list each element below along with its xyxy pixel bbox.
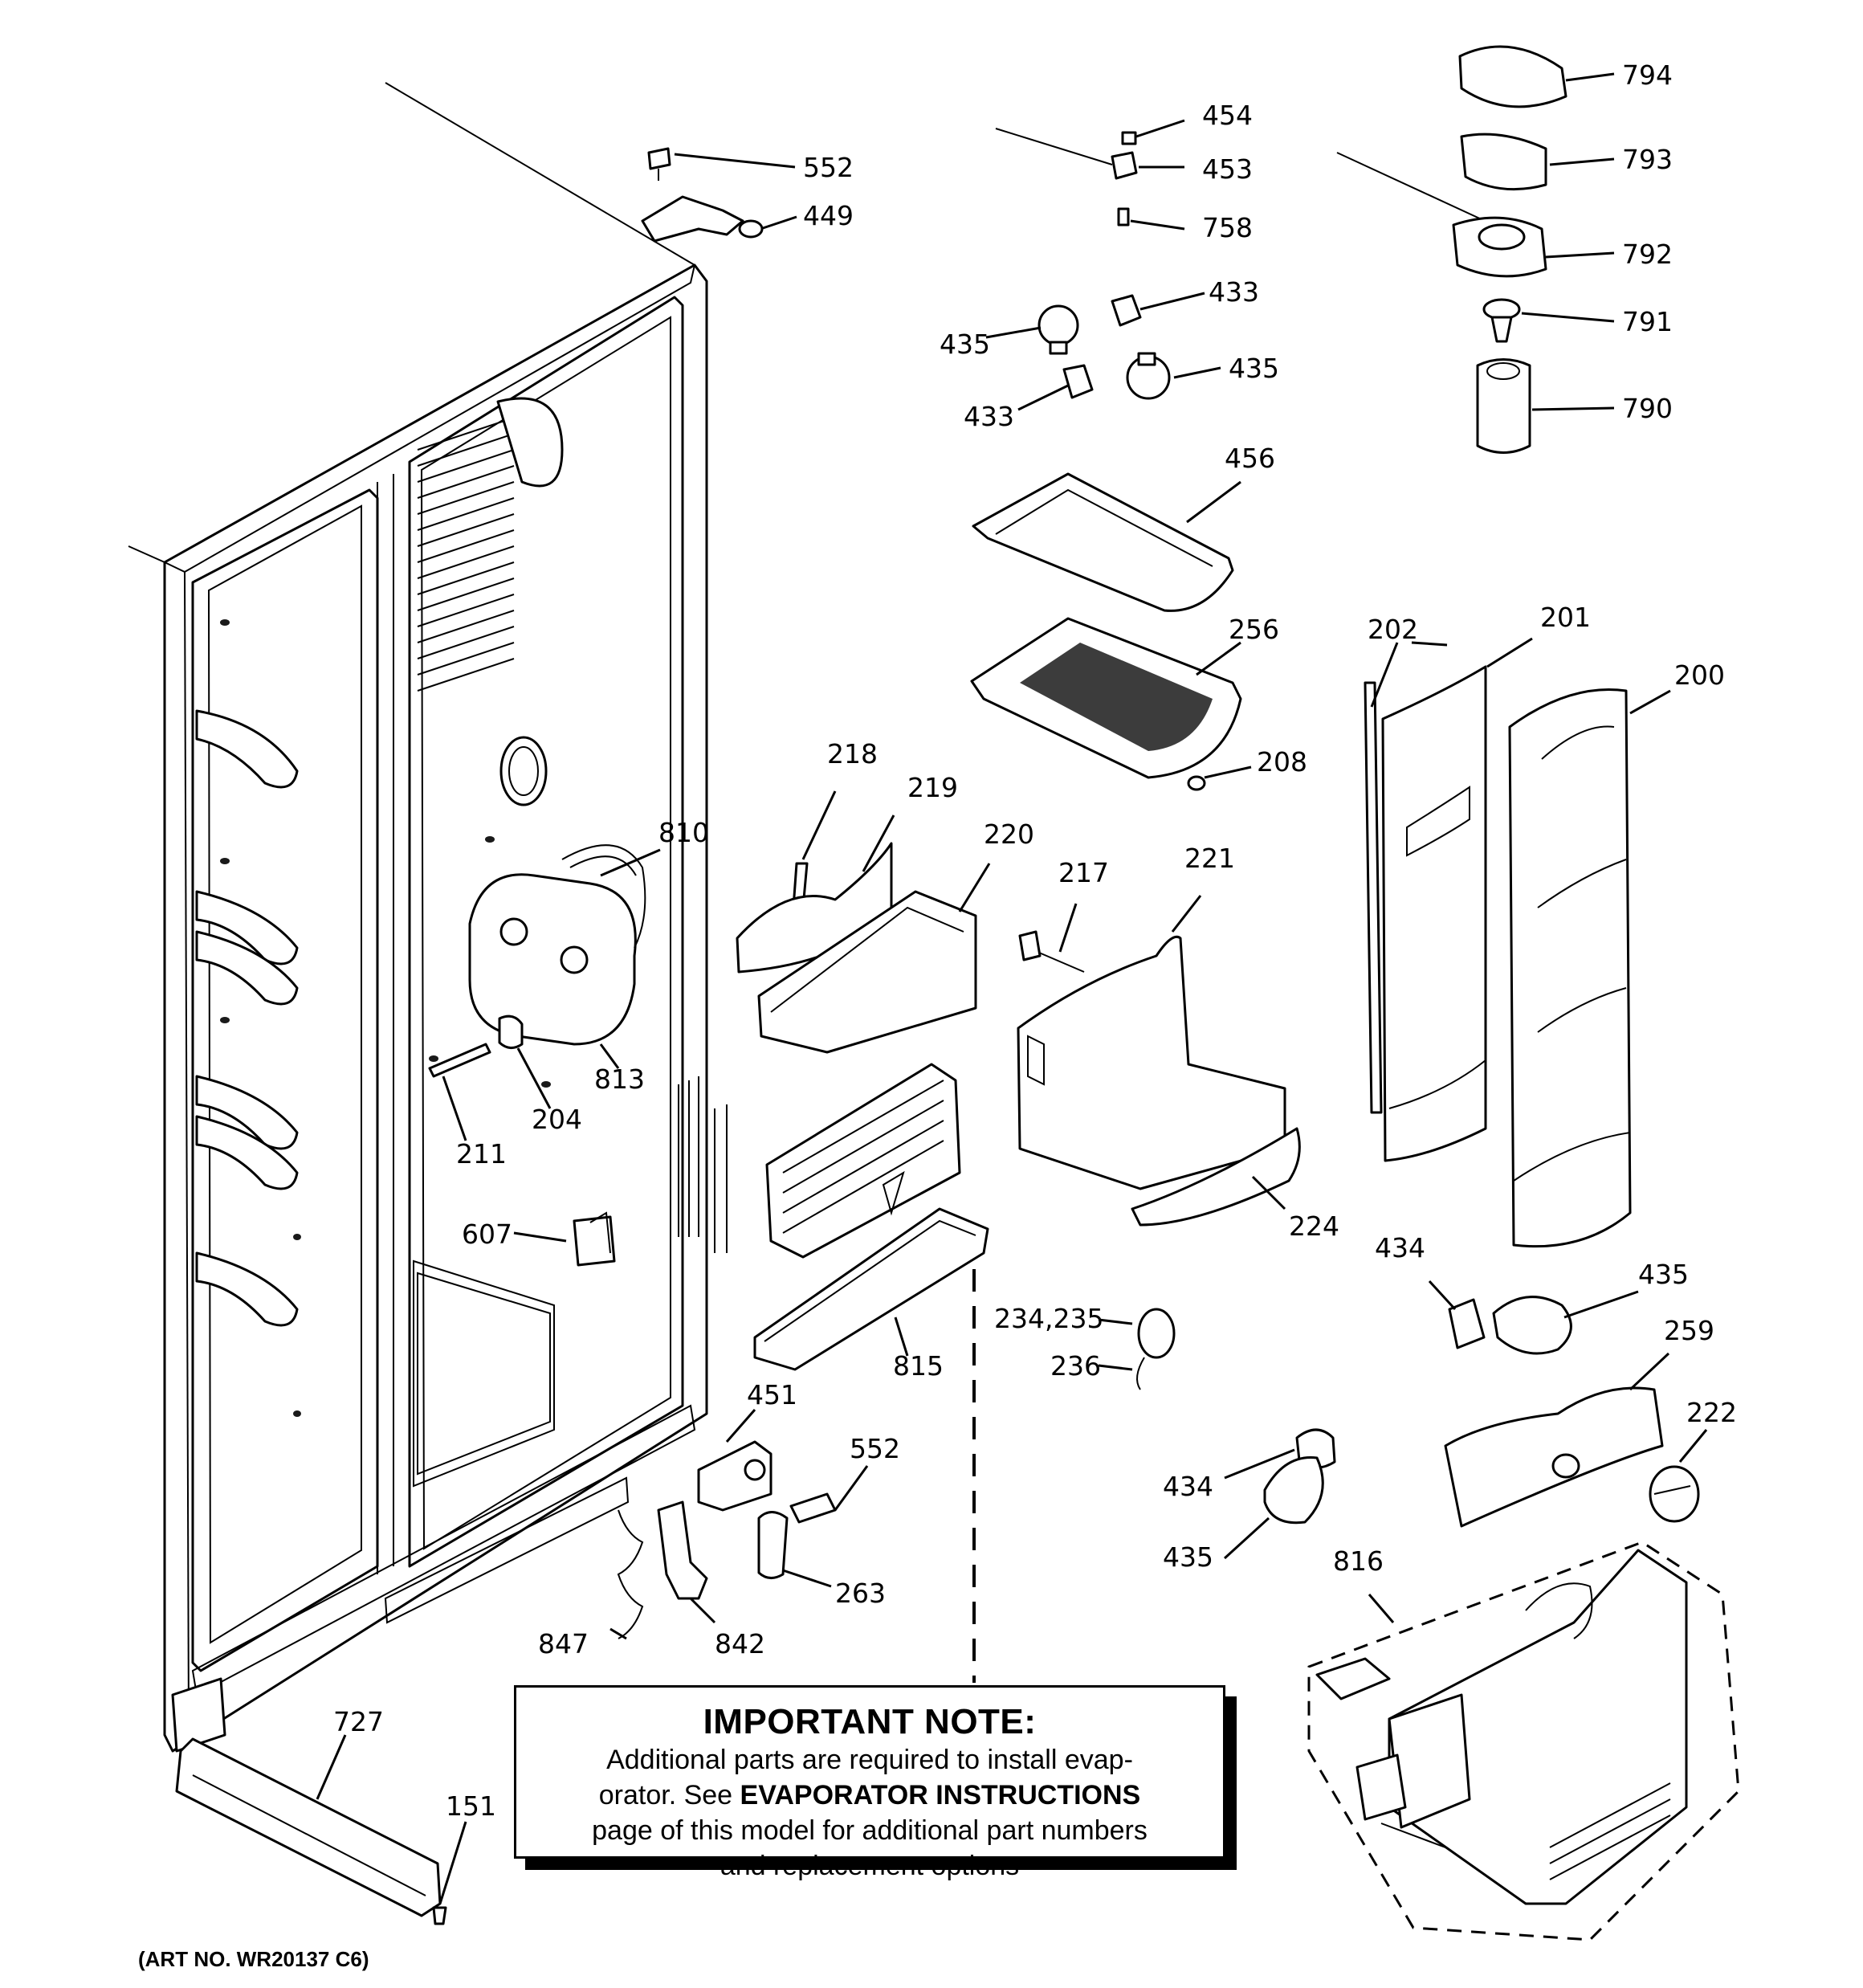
cover-group xyxy=(1444,1352,1708,1528)
callout-236: 236 xyxy=(1050,1350,1101,1382)
callout-794: 794 xyxy=(1622,59,1673,91)
callout-204: 204 xyxy=(532,1104,582,1135)
door-panels xyxy=(1364,637,1671,1248)
callout-221: 221 xyxy=(1184,843,1235,874)
fan-motor-group xyxy=(428,844,661,1267)
callout-234: 234,235 xyxy=(994,1303,1103,1334)
callout-758: 758 xyxy=(1202,212,1253,243)
note-title: IMPORTANT NOTE: xyxy=(703,1702,1037,1741)
note-line-1: Additional parts are required to install… xyxy=(606,1745,1133,1775)
callout-847: 847 xyxy=(538,1628,589,1659)
callout-219: 219 xyxy=(907,772,958,803)
callout-222: 222 xyxy=(1686,1397,1737,1428)
callout-433a: 433 xyxy=(1209,276,1259,308)
callout-791: 791 xyxy=(1622,306,1673,337)
callout-793: 793 xyxy=(1622,144,1673,175)
callout-labels: 552 449 454 453 758 433 435 435 433 794 … xyxy=(333,59,1737,1822)
callout-790: 790 xyxy=(1622,393,1673,424)
callout-813: 813 xyxy=(594,1063,645,1095)
callout-449: 449 xyxy=(803,200,854,231)
callout-434a: 434 xyxy=(1375,1232,1425,1263)
callout-263: 263 xyxy=(835,1578,886,1609)
light-cover-group xyxy=(970,472,1252,791)
evaporator-instructions-reference: EVAPORATOR INSTRUCTIONS xyxy=(740,1780,1141,1810)
evaporator-group xyxy=(678,1063,989,1371)
callout-202: 202 xyxy=(1368,614,1418,645)
callout-211: 211 xyxy=(456,1138,507,1170)
note-line-2-text: orator. See xyxy=(598,1780,740,1810)
note-line-3: page of this model for additional part n… xyxy=(592,1815,1148,1846)
callout-456: 456 xyxy=(1225,443,1275,474)
callout-454: 454 xyxy=(1202,100,1253,131)
light-socket-group xyxy=(985,119,1221,411)
callout-256: 256 xyxy=(1229,614,1279,645)
callout-552b: 552 xyxy=(850,1433,900,1464)
kickplate-group xyxy=(175,1734,467,1925)
callout-842: 842 xyxy=(715,1628,765,1659)
callout-816: 816 xyxy=(1333,1545,1384,1577)
note-line-4: and replacement options xyxy=(720,1851,1020,1881)
callout-218: 218 xyxy=(827,738,878,769)
art-number: (ART NO. WR20137 C6) xyxy=(138,1947,369,1971)
callout-224: 224 xyxy=(1289,1210,1339,1242)
callout-259: 259 xyxy=(1664,1315,1714,1346)
callout-433b: 433 xyxy=(964,401,1014,432)
callout-552a: 552 xyxy=(803,152,854,183)
fan-assembly-816 xyxy=(1307,1541,1740,1941)
callout-220: 220 xyxy=(984,818,1034,850)
callout-453: 453 xyxy=(1202,153,1253,185)
callout-200: 200 xyxy=(1674,659,1725,691)
callout-217: 217 xyxy=(1058,857,1109,888)
callout-435d: 435 xyxy=(1163,1541,1213,1573)
callout-435a: 435 xyxy=(940,329,990,360)
callout-451: 451 xyxy=(747,1379,797,1410)
top-hinge-assembly xyxy=(641,147,797,243)
callout-607: 607 xyxy=(462,1219,512,1250)
water-filter-group xyxy=(1336,45,1615,454)
bottom-hinge-group xyxy=(609,1409,869,1640)
important-note-box: IMPORTANT NOTE: Additional parts are req… xyxy=(514,1685,1225,1881)
callout-792: 792 xyxy=(1622,239,1673,270)
callout-727: 727 xyxy=(333,1706,384,1737)
drawer-group xyxy=(736,790,1301,1227)
note-line-2: orator. See EVAPORATOR INSTRUCTIONS xyxy=(516,1778,1223,1813)
callout-435b: 435 xyxy=(1229,353,1279,384)
callout-201: 201 xyxy=(1540,602,1591,633)
callout-435c: 435 xyxy=(1638,1259,1689,1290)
callout-810: 810 xyxy=(658,817,709,848)
small-parts-group xyxy=(1098,1308,1176,1390)
callout-151: 151 xyxy=(446,1790,496,1822)
callout-815: 815 xyxy=(893,1350,944,1382)
callout-208: 208 xyxy=(1257,746,1307,778)
callout-434b: 434 xyxy=(1163,1471,1213,1502)
bulb-assemblies xyxy=(1223,1280,1639,1560)
